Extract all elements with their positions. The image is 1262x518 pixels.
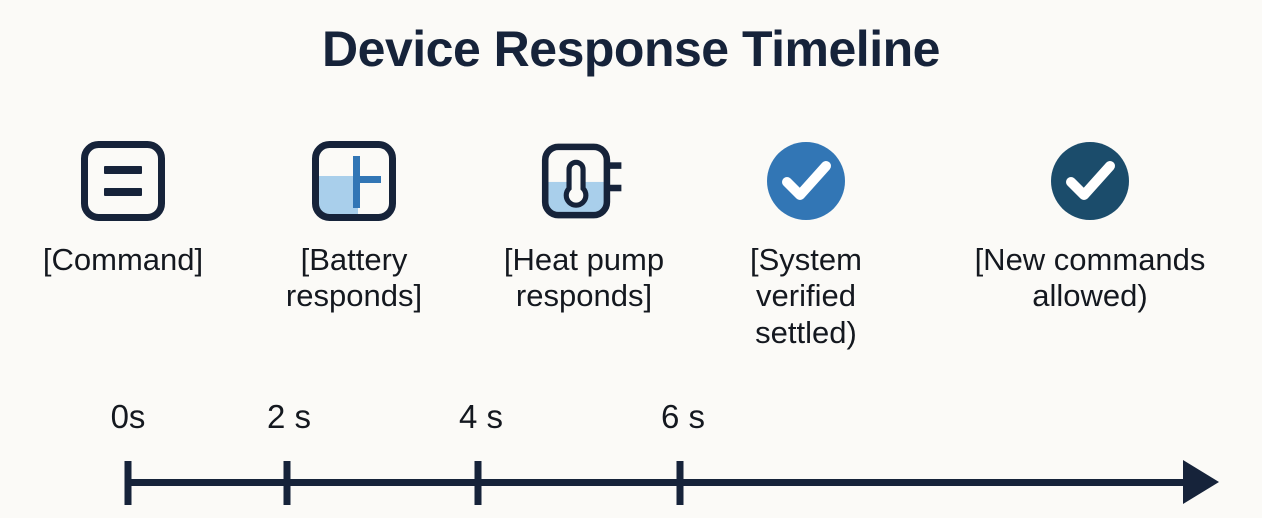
axis-tick-label-4s: 4 s [458,398,504,435]
heat-pump-thermometer-icon [541,138,627,224]
milestone-label: [Command] [42,242,204,277]
page-title: Device Response Timeline [322,21,940,77]
axis-tick-4s [474,461,482,505]
milestone-system-verified: [System verified settled) [730,138,882,351]
milestone-heat-pump: [Heat pump responds] [478,138,690,315]
check-circle-blue-icon [763,138,849,224]
milestone-new-commands: [New commands allowed) [940,138,1240,315]
timeline-axis: 0s 2 s 4 s 6 s [0,398,1262,518]
axis-tick-0s [124,461,132,505]
milestone-label: [System verified settled) [750,242,862,350]
milestone-battery: [Battery responds] [268,138,440,315]
milestone-label: [Heat pump responds] [503,242,665,314]
milestone-label: [Battery responds] [285,242,423,314]
milestone-label: [New commands allowed) [974,242,1206,314]
axis-tick-label-6s: 6 s [660,398,706,435]
axis-tick-label-2s: 2 s [266,398,312,435]
milestone-command: [Command] [18,138,228,278]
axis-tick-label-0s: 0s [110,398,146,435]
check-circle-navy-icon [1047,138,1133,224]
axis-tick-2s [283,461,291,505]
command-panel-icon [80,138,166,224]
axis-tick-6s [676,461,684,505]
axis-arrow-icon [1183,460,1219,504]
battery-level-icon [311,138,397,224]
axis-line [126,479,1194,486]
